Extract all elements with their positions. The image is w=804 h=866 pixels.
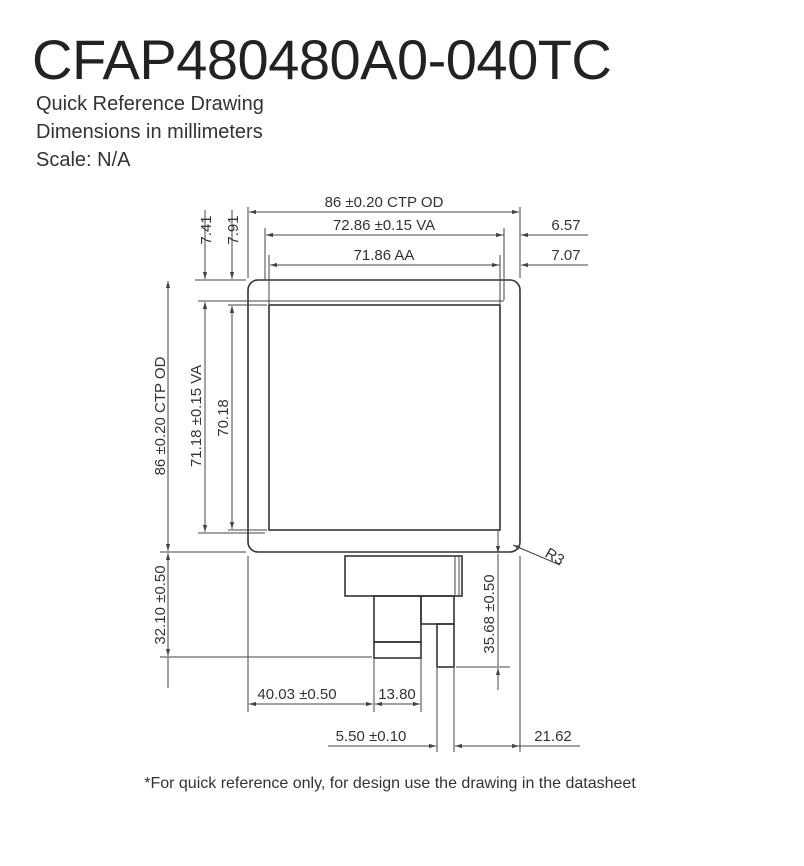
dim-connector-width: 5.50 ±0.10 (328, 728, 480, 749)
dim-tail-length-left: 32.10 ±0.50 (152, 553, 372, 688)
active-area-outline (268, 304, 501, 531)
dim-aa-width: 71.86 AA (268, 247, 501, 304)
label-corner-radius: R3 (542, 545, 567, 569)
dim-connector-offset-right: 21.62 (455, 728, 580, 749)
label-top-aa-offset: 7.91 (225, 215, 242, 244)
footnote: *For quick reference only, for design us… (144, 775, 636, 792)
label-ctp-od-height: 86 ±0.20 CTP OD (152, 356, 169, 475)
label-va-height: 71.18 ±0.15 VA (188, 365, 205, 467)
dim-aa-height: 70.18 (215, 304, 267, 531)
label-tail-length-left: 32.10 ±0.50 (152, 565, 169, 644)
dim-right-va-offset: 6.57 (488, 217, 588, 238)
dim-va-height: 71.18 ±0.15 VA (188, 300, 265, 534)
label-va-width: 72.86 ±0.15 VA (333, 217, 435, 234)
dim-ctp-od-height: 86 ±0.20 CTP OD (152, 281, 246, 553)
dim-top-va-offset: 7.41 (195, 210, 246, 318)
fpc-tail (344, 555, 463, 668)
label-aa-height: 70.18 (215, 399, 232, 437)
dim-tail-length-right: 35.68 ±0.50 (456, 530, 510, 690)
label-right-aa-offset: 7.07 (551, 247, 580, 264)
dim-corner-radius: R3 (512, 544, 567, 569)
subtitle-drawing-type: Quick Reference Drawing (36, 93, 264, 115)
dim-right-aa-offset: 7.07 (484, 247, 588, 268)
label-connector-width: 5.50 ±0.10 (336, 728, 407, 745)
label-top-va-offset: 7.41 (198, 215, 215, 244)
label-connector-offset-right: 21.62 (534, 728, 572, 745)
label-tail-width: 13.80 (378, 686, 416, 703)
label-aa-width: 71.86 AA (354, 247, 415, 264)
dim-va-width: 72.86 ±0.15 VA (264, 217, 505, 300)
dim-ctp-od-width: 86 ±0.20 CTP OD (247, 194, 521, 278)
subtitle-scale: Scale: N/A (36, 149, 131, 171)
ctp-outline (247, 279, 521, 553)
dim-tail-offset-left: 40.03 ±0.50 (249, 686, 373, 707)
part-number-title: CFAP480480A0-040TC (32, 28, 612, 91)
label-tail-offset-left: 40.03 ±0.50 (257, 686, 336, 703)
label-right-va-offset: 6.57 (551, 217, 580, 234)
label-tail-length-right: 35.68 ±0.50 (481, 574, 498, 653)
label-ctp-od-width: 86 ±0.20 CTP OD (325, 194, 444, 211)
dim-tail-width: 13.80 (375, 686, 420, 707)
subtitle-units: Dimensions in millimeters (36, 121, 263, 143)
